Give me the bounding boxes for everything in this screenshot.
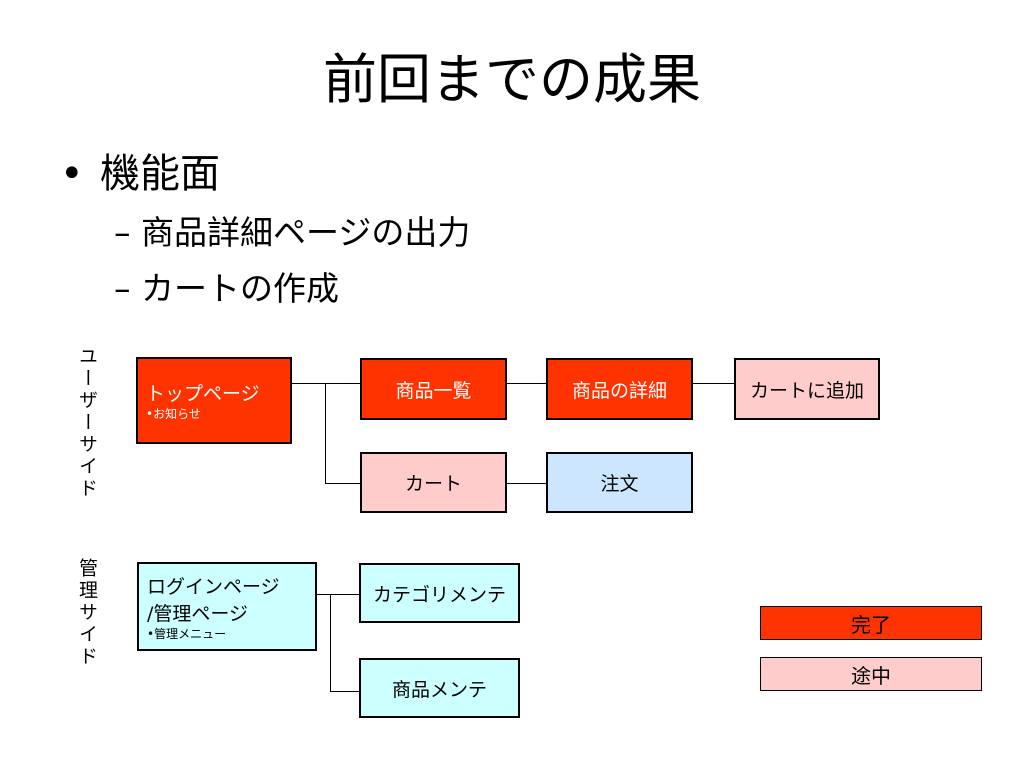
connector-cart-to-order: [507, 483, 546, 484]
connector-list-to-detail: [507, 383, 546, 384]
box-product-maint: 商品メンテ: [359, 658, 520, 718]
box-product-list: 商品一覧: [360, 358, 507, 420]
bullet-functions: • 機能面: [60, 146, 220, 202]
admin-side-label: 管理サイド: [76, 558, 98, 668]
slide-title: 前回までの成果: [323, 48, 701, 111]
box-product-detail: 商品の詳細: [546, 358, 693, 420]
connector-detail-to-add: [693, 383, 734, 384]
sub-bullet-text: カートの作成: [141, 269, 339, 308]
box-top-page-label: トップページ: [146, 383, 260, 405]
legend-in-progress: 途中: [760, 657, 982, 691]
connector-login-branch: [330, 594, 331, 691]
connector-login-to-product-maint: [330, 691, 359, 692]
box-top-page-sub: •お知らせ: [146, 407, 201, 421]
sub-bullet-cart: – カートの作成: [114, 265, 339, 313]
sub-bullet-product-detail: – 商品詳細ページの出力: [114, 209, 470, 257]
box-login-page: ログインページ /管理ページ •管理メニュー: [137, 562, 317, 651]
user-side-label: ユーザーサイド: [76, 346, 98, 500]
box-category-maint: カテゴリメンテ: [359, 563, 520, 623]
sub-bullet-marker: –: [114, 213, 131, 252]
box-cart: カート: [360, 452, 507, 513]
bullet-marker: •: [60, 151, 84, 197]
box-login-page-sub: •管理メニュー: [147, 626, 227, 641]
box-add-to-cart: カートに追加: [734, 358, 880, 420]
box-top-page: トップページ •お知らせ: [136, 357, 292, 444]
sub-bullet-text: 商品詳細ページの出力: [141, 213, 471, 252]
box-login-page-line1: ログインページ: [147, 575, 280, 598]
connector-top-to-list: [292, 383, 360, 384]
connector-top-to-cart: [325, 483, 360, 484]
connector-login-to-category: [317, 594, 359, 595]
sub-bullet-marker: –: [114, 269, 131, 308]
legend-done: 完了: [760, 606, 982, 640]
box-login-page-line2: /管理ページ: [147, 602, 249, 625]
bullet-text: 機能面: [100, 151, 220, 197]
connector-top-branch: [325, 383, 326, 483]
box-order: 注文: [546, 452, 693, 513]
